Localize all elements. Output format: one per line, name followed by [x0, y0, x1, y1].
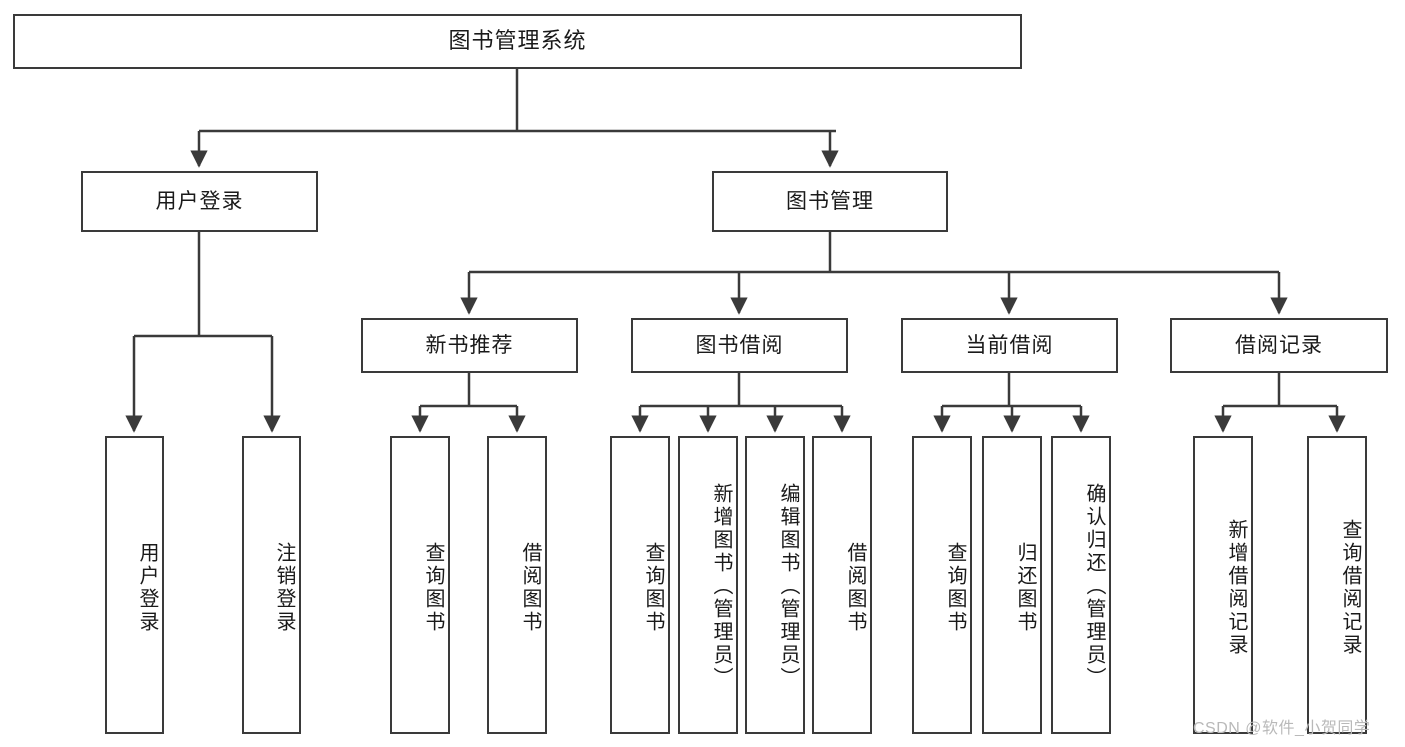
node-current-borrowing-label: 当前借阅 [965, 333, 1054, 357]
leaf-user-login-label: 用户登录 [136, 542, 158, 634]
leaf-query-book-cb-label: 查询图书 [944, 542, 966, 634]
leaf-add-borrow-record[interactable]: 新增借阅记录 [1193, 436, 1253, 734]
node-current-borrowing[interactable]: 当前借阅 [901, 318, 1118, 373]
leaf-borrow-book-bb[interactable]: 借阅图书 [812, 436, 872, 734]
leaf-query-book-nbr-label: 查询图书 [422, 542, 444, 634]
watermark: CSDN @软件_小贺同学 [1193, 720, 1371, 737]
leaf-return-book-label: 归还图书 [1014, 542, 1036, 634]
leaf-borrow-book-bb-label: 借阅图书 [844, 542, 866, 634]
leaf-confirm-return-admin[interactable]: 确认归还（管理员） [1051, 436, 1111, 734]
leaf-return-book[interactable]: 归还图书 [982, 436, 1042, 734]
leaf-query-book-bb-label: 查询图书 [642, 542, 664, 634]
leaf-edit-book-admin[interactable]: 编辑图书（管理员） [745, 436, 805, 734]
leaf-confirm-return-admin-label: 确认归还（管理员） [1083, 482, 1105, 690]
leaf-query-borrow-record[interactable]: 查询借阅记录 [1307, 436, 1367, 734]
leaf-logout[interactable]: 注销登录 [242, 436, 301, 734]
leaf-add-book-admin-label: 新增图书（管理员） [710, 482, 732, 690]
node-root-system[interactable]: 图书管理系统 [13, 14, 1022, 69]
node-new-book-recommendation[interactable]: 新书推荐 [361, 318, 578, 373]
leaf-add-book-admin[interactable]: 新增图书（管理员） [678, 436, 738, 734]
leaf-query-book-bb[interactable]: 查询图书 [610, 436, 670, 734]
leaf-query-borrow-record-label: 查询借阅记录 [1339, 519, 1361, 657]
node-book-management-label: 图书管理 [786, 189, 874, 213]
node-user-login[interactable]: 用户登录 [81, 171, 318, 232]
leaf-query-book-cb[interactable]: 查询图书 [912, 436, 972, 734]
node-book-borrowing-label: 图书借阅 [695, 333, 784, 357]
leaf-add-borrow-record-label: 新增借阅记录 [1225, 519, 1247, 657]
node-book-management[interactable]: 图书管理 [712, 171, 948, 232]
leaf-borrow-book-nbr-label: 借阅图书 [519, 542, 541, 634]
node-book-borrowing[interactable]: 图书借阅 [631, 318, 848, 373]
leaf-edit-book-admin-label: 编辑图书（管理员） [777, 482, 799, 690]
node-borrowing-record[interactable]: 借阅记录 [1170, 318, 1388, 373]
leaf-user-login[interactable]: 用户登录 [105, 436, 164, 734]
leaf-borrow-book-nbr[interactable]: 借阅图书 [487, 436, 547, 734]
leaf-logout-label: 注销登录 [273, 542, 295, 634]
node-root-label: 图书管理系统 [448, 28, 587, 54]
leaf-query-book-nbr[interactable]: 查询图书 [390, 436, 450, 734]
node-user-login-label: 用户登录 [155, 189, 244, 213]
node-new-book-recommendation-label: 新书推荐 [425, 333, 514, 357]
node-borrowing-record-label: 借阅记录 [1235, 333, 1323, 357]
